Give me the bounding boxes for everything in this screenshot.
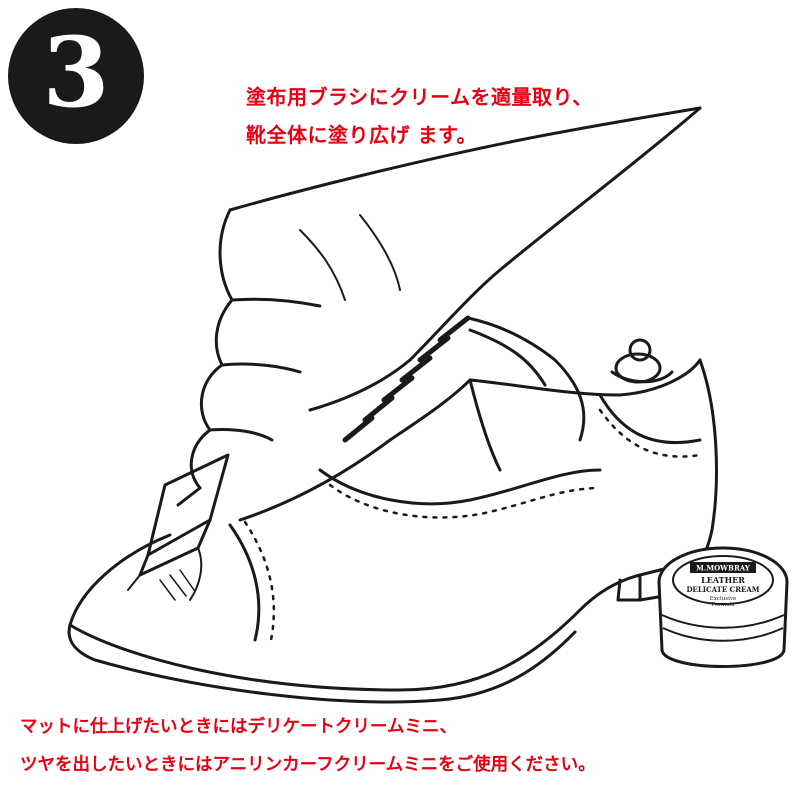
instruction-line-1: 塗布用ブラシにクリームを適量取り、 (246, 85, 593, 109)
hand-illustration (176, 106, 702, 507)
note-line-2: ツヤを出したいときにはアニリンカーフクリームミニをご使用ください。 (20, 755, 596, 775)
shoe-laces (342, 315, 586, 443)
step-number-badge: 3 (8, 8, 144, 144)
jar-name-line-1: LEATHER (701, 575, 745, 585)
jar-name-line-2: DELICATE CREAM (686, 585, 759, 594)
instruction-text: 塗布用ブラシにクリームを適量取り、 靴全体に塗り広げ ます。 (246, 78, 766, 154)
product-note-text: マットに仕上げたいときにはデリケートクリームミニ、 ツヤを出したいときにはアニリ… (20, 708, 790, 784)
jar-sub-line-1: Exclusive (710, 596, 736, 602)
shoe-illustration (67, 338, 718, 704)
jar-sub-line-2: Formula (711, 602, 735, 608)
note-line-1: マットに仕上げたいときにはデリケートクリームミニ、 (20, 717, 457, 737)
cream-jar: M.MOWBRAY LEATHER DELICATE CREAM Exclusi… (657, 546, 789, 668)
applicator-brush (127, 453, 230, 601)
step-number: 3 (42, 16, 110, 129)
instruction-line-2: 靴全体に塗り広げ ます。 (246, 123, 477, 147)
jar-brand: M.MOWBRAY (696, 564, 751, 573)
